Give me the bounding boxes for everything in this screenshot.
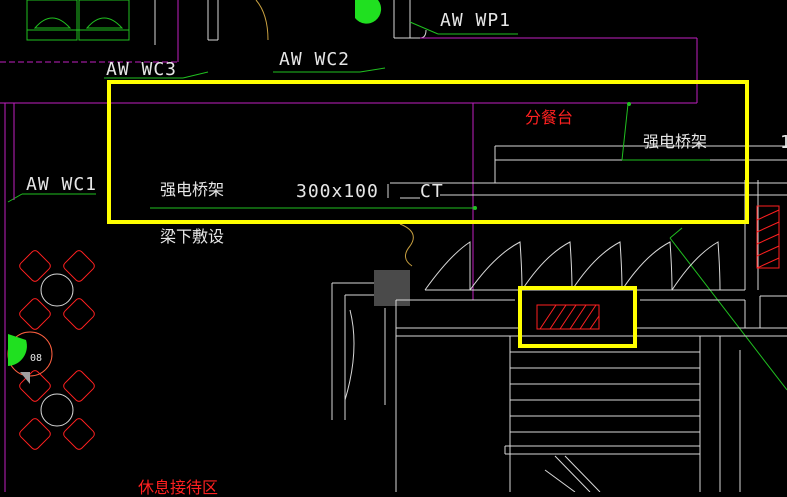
label-cable-tray-right: 强电桥架: [643, 132, 708, 151]
highlight-box-cable-tray: [107, 80, 749, 224]
arc-row: [424, 180, 759, 291]
label-under-beam: 梁下敷设: [160, 227, 225, 246]
highlight-box-equipment: [518, 286, 637, 348]
label-aw-wc1: AW WC1: [26, 174, 98, 195]
table-chairs-icon: [19, 250, 95, 450]
label-serving-station: 分餐台: [525, 108, 574, 127]
label-cable-tray-main: 强电桥架: [160, 180, 225, 199]
column: [374, 270, 410, 306]
label-right-digit: 1: [780, 132, 787, 153]
cable-tray-lines: [387, 145, 787, 199]
lower-walls: [331, 282, 787, 492]
magenta-lines: [0, 37, 698, 492]
fixture-icon: [26, 0, 130, 41]
red-hatch-equipment: [536, 205, 780, 330]
section-tag-icon: [7, 331, 53, 384]
staircase: [504, 336, 741, 492]
label-cable-tray-size: 300x100: [296, 181, 379, 202]
label-aw-wc2: AW WC2: [279, 49, 351, 70]
label-aw-wp1: AW WP1: [440, 10, 512, 31]
section-tag-icon: [355, 0, 382, 24]
label-aw-wc3: AW WC3: [106, 59, 178, 80]
label-leaders: [7, 21, 518, 203]
label-cable-tray-ct: CT: [420, 181, 444, 202]
right-leaders: [621, 103, 787, 391]
label-tag-number: 08: [30, 353, 43, 364]
door-swing-icon: [255, 0, 269, 41]
label-lounge: 休息接待区: [138, 478, 219, 497]
